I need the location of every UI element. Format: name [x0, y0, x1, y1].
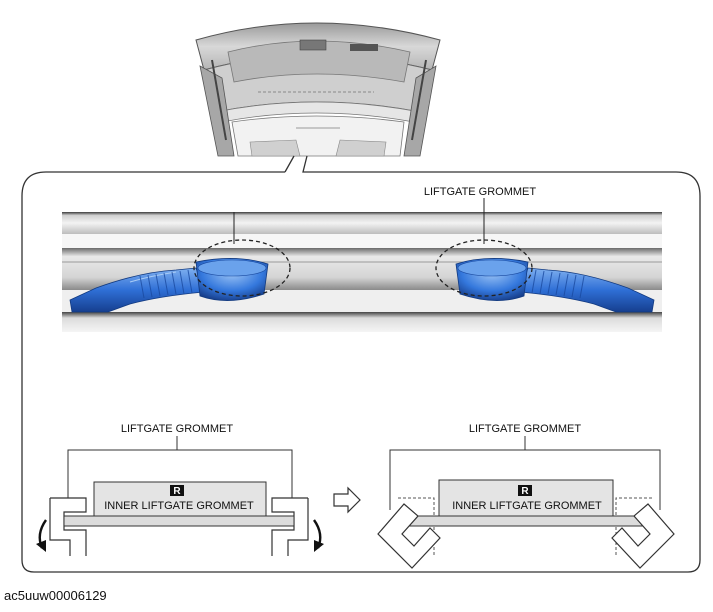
inner-grommet-label-right: INNER LIFTGATE GROMMET: [452, 500, 602, 512]
left-grommet-highlight: [193, 239, 291, 297]
schematic-installed: LIFTGATE GROMMET R INNER LIFTGATE GROMME…: [36, 423, 324, 556]
schematic-removed: LIFTGATE GROMMET R INNER LIFTGATE GROMME…: [377, 423, 675, 569]
top-grommet-label: LIFTGATE GROMMET: [424, 186, 537, 198]
curved-arrow-down-left-icon: [36, 519, 47, 552]
vehicle-rear-illustration: [195, 22, 441, 157]
bottom-right-grommet-label: LIFTGATE GROMMET: [469, 423, 582, 435]
inner-grommet-badge-left: R: [173, 486, 181, 497]
inner-grommet-badge-right: R: [521, 486, 529, 497]
right-grommet-highlight: [435, 239, 533, 297]
inner-grommet-label-left: INNER LIFTGATE GROMMET: [104, 500, 254, 512]
grommet-cross-section-render: [62, 198, 662, 332]
detail-callout-frame: [21, 155, 701, 573]
right-grommet-hose: [455, 258, 655, 313]
curved-arrow-down-right-icon: [313, 519, 324, 552]
figure-id: ac5uuw00006129: [4, 588, 107, 603]
left-grommet-hose: [69, 258, 269, 313]
right-outline-arrow-icon: [333, 486, 361, 514]
bottom-left-grommet-label: LIFTGATE GROMMET: [121, 423, 234, 435]
